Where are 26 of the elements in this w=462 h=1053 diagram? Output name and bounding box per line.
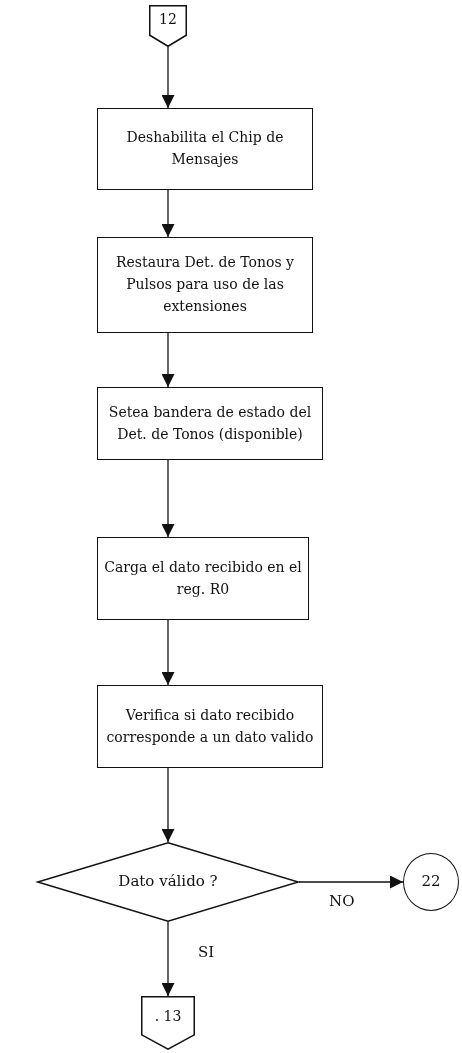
arrow — [161, 332, 175, 388]
arrow — [298, 875, 404, 889]
node-label: Restaura Det. de Tonos y Pulsos para uso de las extensiones — [115, 253, 295, 316]
process-box — [97, 685, 323, 768]
offpage-connector — [149, 5, 187, 47]
offpage-connector — [141, 996, 195, 1050]
arrow — [161, 459, 175, 538]
connector-circle — [403, 853, 459, 911]
node-label: Verifica si dato recibido corresponde a un dato valido — [105, 705, 315, 747]
node-label: Dato válido ? — [118, 871, 218, 893]
arrow — [161, 921, 175, 997]
process-box — [97, 237, 313, 333]
node-label: Carga el dato recibido en el reg. R0 — [104, 557, 302, 599]
decision-diamond — [37, 842, 299, 922]
arrow — [161, 619, 175, 686]
process-box — [97, 537, 309, 620]
arrow — [161, 189, 175, 238]
arrow — [161, 46, 175, 109]
node-label: 12 — [159, 10, 177, 30]
process-box — [97, 387, 323, 460]
node-label: . 13 — [154, 1007, 182, 1027]
node-label: 22 — [421, 871, 441, 893]
process-box — [97, 108, 313, 190]
node-label: Deshabilita el Chip de Mensajes — [125, 128, 285, 169]
node-label: Setea bandera de estado del Det. de Tonos (disponible) — [107, 402, 313, 444]
arrow — [161, 767, 175, 843]
